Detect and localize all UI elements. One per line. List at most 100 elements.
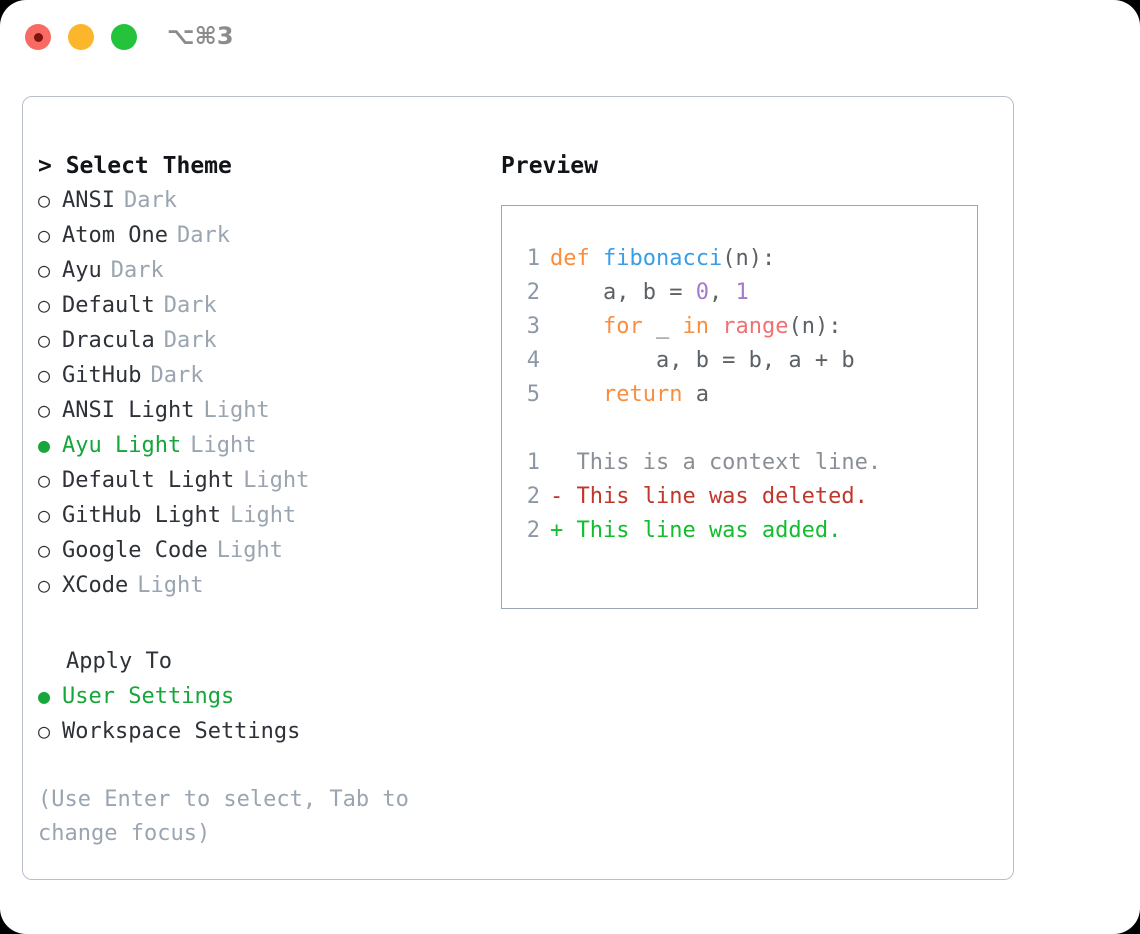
- traffic-lights: [25, 24, 137, 50]
- line-number: 5: [526, 382, 540, 407]
- radio-unselected-icon: ○: [38, 293, 51, 317]
- diff-line-text: + This line was added.: [550, 518, 842, 543]
- diff-line-text: - This line was deleted.: [550, 484, 868, 509]
- radio-unselected-icon: ○: [38, 468, 51, 492]
- theme-variant-tag: Dark: [150, 363, 204, 388]
- title-bar: ⌥⌘3: [0, 0, 1140, 78]
- apply-to-option-label: Workspace Settings: [62, 719, 301, 744]
- theme-option-default[interactable]: ○ Default Dark: [38, 288, 478, 323]
- code-token: (n):: [788, 314, 842, 339]
- line-number: 2: [526, 280, 540, 305]
- radio-selected-icon: ●: [38, 433, 51, 457]
- code-token: _: [642, 314, 683, 339]
- diff-line-text: This is a context line.: [550, 450, 882, 475]
- line-number: 4: [526, 348, 540, 373]
- radio-unselected-icon: ○: [38, 573, 51, 597]
- code-token: range: [722, 314, 789, 339]
- theme-variant-tag: Dark: [163, 293, 217, 318]
- code-token: [709, 314, 722, 339]
- theme-option-ayu-light[interactable]: ● Ayu Light Light: [38, 428, 478, 463]
- line-number: 2: [526, 484, 540, 509]
- code-line-text: a, b = b, a + b: [550, 344, 855, 378]
- theme-option-xcode[interactable]: ○ XCode Light: [38, 568, 478, 603]
- radio-unselected-icon: ○: [38, 223, 51, 247]
- theme-option-label: GitHub Light: [62, 503, 221, 528]
- theme-variant-tag: Light: [216, 538, 283, 563]
- diff-line: 2 - This line was deleted.: [502, 480, 977, 514]
- apply-to-option-label: User Settings: [62, 684, 235, 709]
- radio-unselected-icon: ○: [38, 503, 51, 527]
- diff-sample: 1 This is a context line. 2 - This line wa…: [502, 446, 977, 548]
- preview-heading: Preview: [501, 153, 598, 179]
- minimize-window-button[interactable]: [68, 24, 94, 50]
- code-token: a: [682, 382, 709, 407]
- theme-variant-tag: Dark: [176, 223, 230, 248]
- code-token: fibonacci: [603, 246, 723, 271]
- theme-option-label: Ayu Light: [62, 433, 182, 458]
- maximize-window-button[interactable]: [111, 24, 137, 50]
- code-line: 1 def fibonacci(n):: [502, 242, 977, 276]
- code-token: 0: [695, 280, 709, 305]
- theme-variant-tag: Light: [190, 433, 257, 458]
- code-line: 2 a, b = 0, 1: [502, 276, 977, 310]
- apply-to-heading: Apply To: [66, 649, 172, 674]
- code-token: def: [550, 246, 590, 271]
- radio-unselected-icon: ○: [38, 719, 51, 743]
- theme-variant-tag: Light: [203, 398, 270, 423]
- code-token: (n):: [722, 246, 776, 271]
- theme-option-label: Default Light: [62, 468, 235, 493]
- theme-option-label: Ayu: [62, 258, 102, 283]
- theme-option-label: GitHub: [62, 363, 142, 388]
- radio-unselected-icon: ○: [38, 188, 51, 212]
- radio-unselected-icon: ○: [38, 398, 51, 422]
- theme-variant-tag: Dark: [163, 328, 217, 353]
- code-line: 5 return a: [502, 378, 977, 412]
- theme-option-label: Google Code: [62, 538, 208, 563]
- theme-option-label: Atom One: [62, 223, 168, 248]
- code-diff-spacer: [502, 412, 977, 446]
- code-token: a, b =: [550, 280, 696, 305]
- theme-option-label: Dracula: [62, 328, 155, 353]
- apply-to-option-user-settings[interactable]: ● User Settings: [38, 679, 478, 714]
- close-window-button[interactable]: [25, 24, 51, 50]
- code-token: a, b = b, a + b: [550, 348, 855, 373]
- apply-to-list[interactable]: ● User Settings ○ Workspace Settings: [38, 679, 478, 749]
- theme-option-label: Default: [62, 293, 155, 318]
- code-token: [590, 246, 603, 271]
- theme-option-google-code[interactable]: ○ Google Code Light: [38, 533, 478, 568]
- code-token: in: [682, 314, 709, 339]
- line-number: 1: [526, 246, 540, 271]
- line-number: 3: [526, 314, 540, 339]
- theme-option-atom-one[interactable]: ○ Atom One Dark: [38, 218, 478, 253]
- apply-to-option-workspace-settings[interactable]: ○ Workspace Settings: [38, 714, 478, 749]
- code-line-text: a, b = 0, 1: [550, 276, 749, 310]
- theme-variant-tag: Light: [137, 573, 204, 598]
- code-token: [550, 314, 603, 339]
- diff-line: 2+ This line was added.: [502, 514, 977, 548]
- code-token: 1: [735, 280, 749, 305]
- code-token: ,: [708, 280, 736, 305]
- theme-variant-tag: Dark: [123, 188, 177, 213]
- theme-option-label: XCode: [62, 573, 129, 598]
- radio-unselected-icon: ○: [38, 258, 51, 282]
- keyboard-shortcut-label: ⌥⌘3: [167, 22, 234, 50]
- radio-unselected-icon: ○: [38, 538, 51, 562]
- code-line-text: for _ in range(n):: [550, 310, 841, 344]
- code-token: for: [602, 314, 643, 339]
- diff-line: 1 This is a context line.: [502, 446, 977, 480]
- keyboard-hint-text: (Use Enter to select, Tab to change focu…: [38, 787, 423, 846]
- radio-selected-icon: ●: [38, 684, 51, 708]
